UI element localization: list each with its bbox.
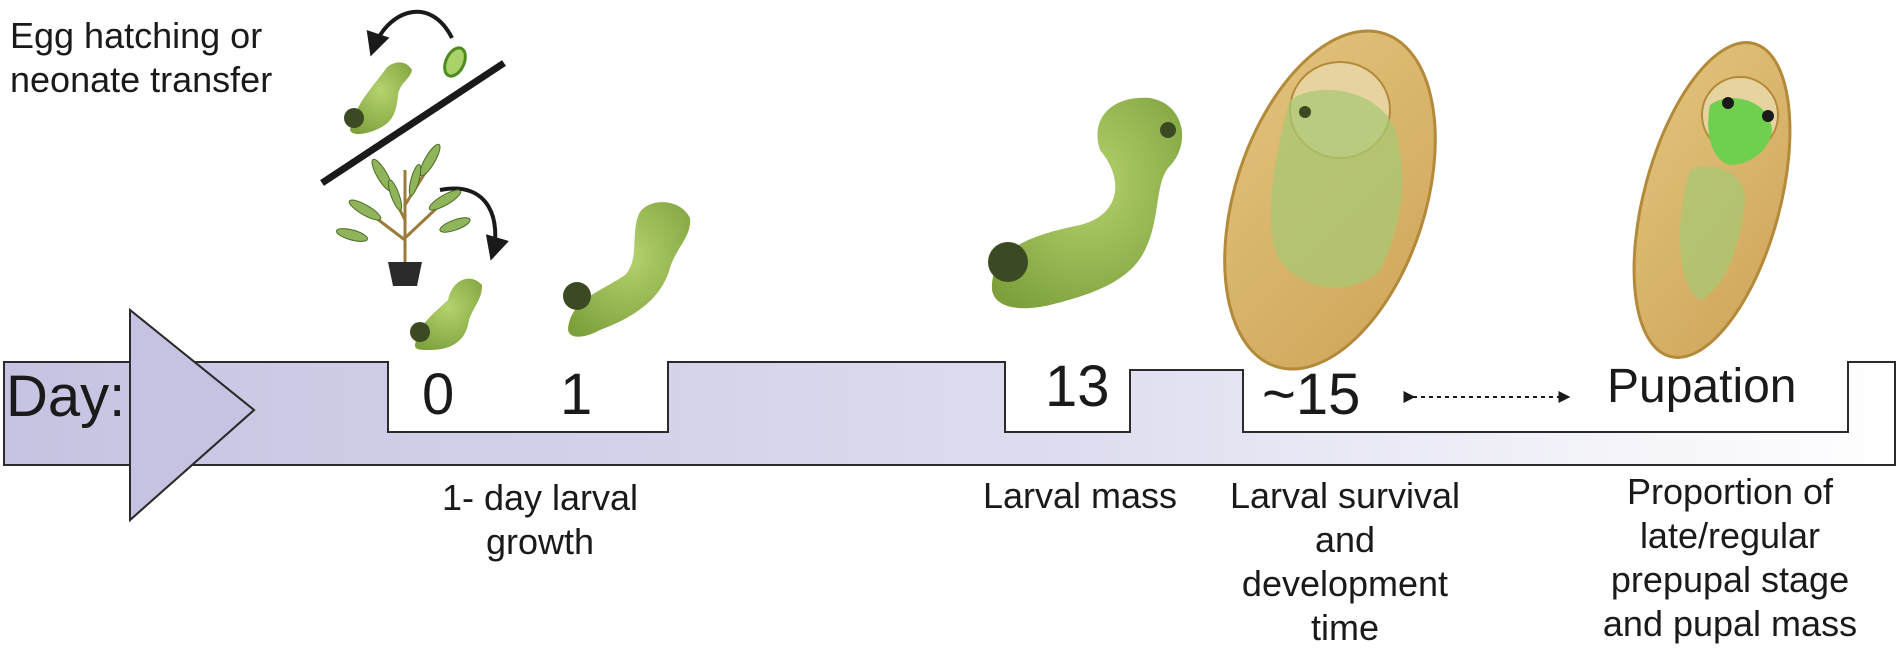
day-0: 0 <box>422 362 455 427</box>
timeline-arrow-head <box>129 307 256 523</box>
day-pupation: Pupation <box>1607 360 1797 413</box>
larva-icon-transfer <box>344 62 412 135</box>
curved-arrow-top <box>366 9 454 57</box>
larva-icon-day13 <box>988 97 1183 309</box>
day-1: 1 <box>560 362 593 427</box>
day-label: Day: <box>6 364 126 429</box>
day-15: ~15 <box>1262 362 1361 427</box>
measurement-larval-mass: Larval mass <box>982 475 1178 516</box>
egg-icon <box>443 46 467 78</box>
curved-arrow-bottom <box>439 186 509 261</box>
day-13: 13 <box>1045 354 1110 419</box>
divider-line <box>320 60 506 186</box>
prepupa-cocoon <box>1223 29 1437 371</box>
larva-icon-day1 <box>563 202 691 337</box>
larva-icon-day0 <box>410 278 483 350</box>
plant-icon <box>335 143 471 286</box>
pupa-cocoon <box>1632 41 1792 359</box>
